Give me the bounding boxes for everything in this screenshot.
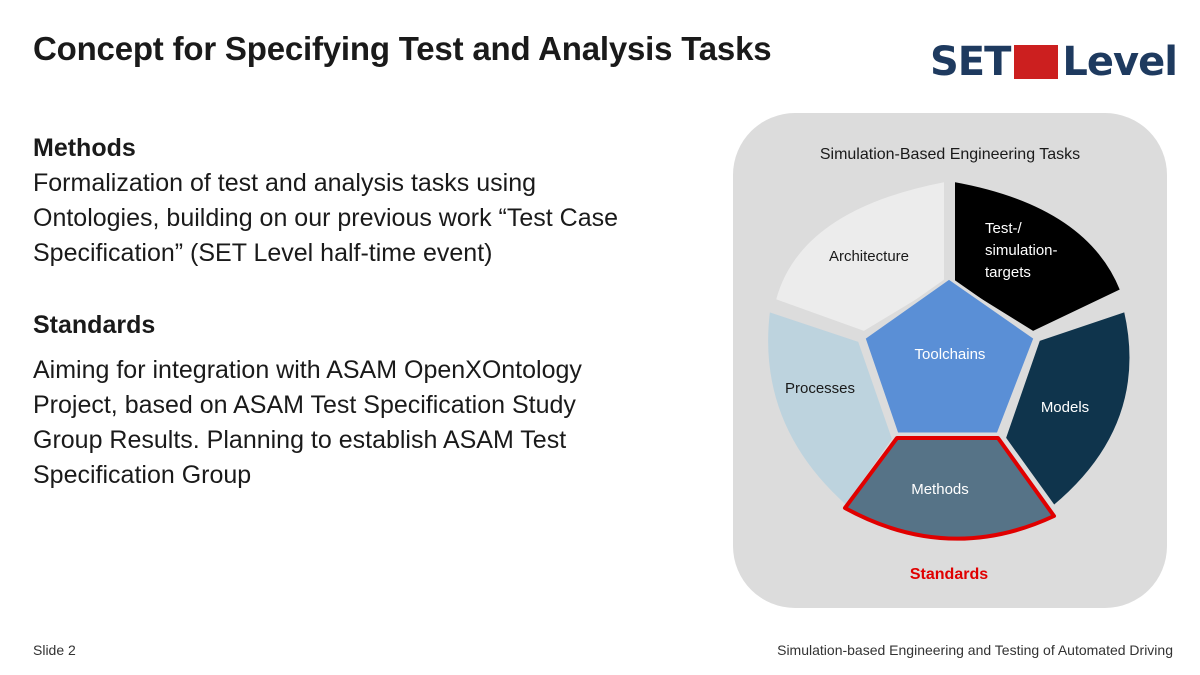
logo-red-box: [1014, 45, 1059, 79]
standards-line-2: Project, based on ASAM Test Specificatio…: [33, 391, 576, 419]
label-test-targets-3: targets: [985, 264, 1031, 281]
standards-line-3: Group Results. Planning to establish ASA…: [33, 426, 567, 454]
diagram-title: Simulation-Based Engineering Tasks: [820, 146, 1080, 163]
set-level-logo: SET Level: [930, 39, 1178, 85]
label-methods: Methods: [911, 481, 969, 498]
engineering-tasks-diagram: Simulation-Based Engineering Tasks Archi…: [766, 146, 1132, 583]
label-architecture: Architecture: [829, 248, 909, 265]
label-processes: Processes: [785, 380, 855, 397]
label-standards: Standards: [910, 566, 988, 583]
slide-number: Slide 2: [33, 642, 76, 658]
segment-architecture: [773, 179, 946, 334]
label-models: Models: [1041, 399, 1089, 416]
methods-line-3: Specification” (SET Level half-time even…: [33, 239, 493, 267]
standards-line-1: Aiming for integration with ASAM OpenXOn…: [33, 356, 582, 384]
slide-title: Concept for Specifying Test and Analysis…: [33, 30, 772, 67]
standards-line-4: Specification Group: [33, 461, 252, 489]
segment-models: [1003, 309, 1132, 508]
standards-heading: Standards: [33, 311, 156, 339]
label-test-targets-1: Test-/: [985, 220, 1023, 237]
slide-body: Methods Formalization of test and analys…: [33, 130, 713, 493]
segment-toolchains: [862, 276, 1037, 436]
logo-text-set: SET: [930, 39, 1011, 85]
label-test-targets-2: simulation-: [985, 242, 1058, 259]
methods-heading: Methods: [33, 134, 136, 162]
label-toolchains: Toolchains: [915, 346, 986, 363]
methods-line-1: Formalization of test and analysis tasks…: [33, 169, 537, 197]
segment-methods: [843, 436, 1056, 541]
logo-text-level: Level: [1062, 39, 1178, 85]
footer-project-name: Simulation-based Engineering and Testing…: [777, 642, 1173, 658]
segment-test-targets: [953, 179, 1123, 334]
methods-line-2: Ontologies, building on our previous wor…: [33, 204, 619, 232]
